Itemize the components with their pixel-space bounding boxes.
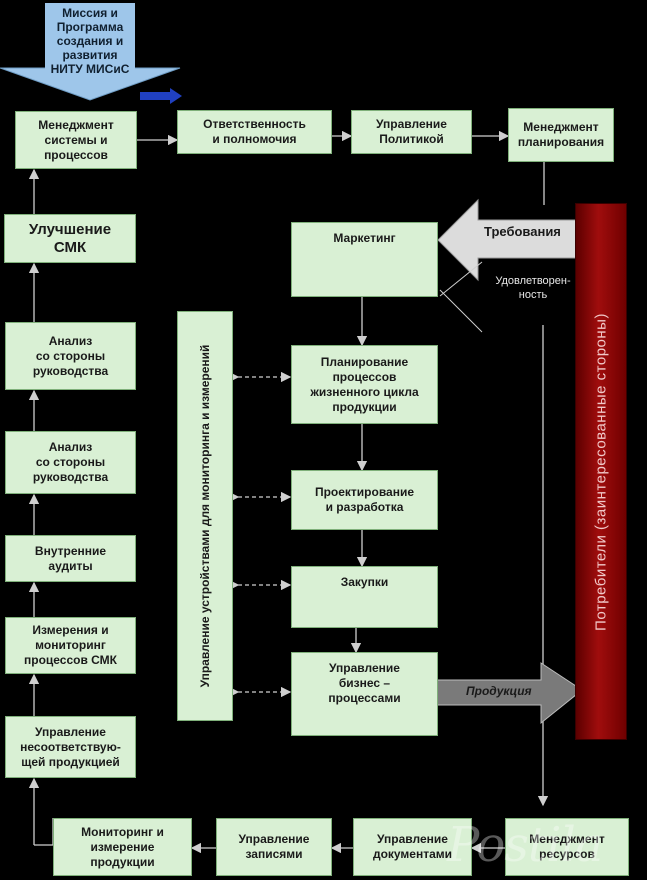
mission-box: Миссия и Программа создания и развития Н… (45, 3, 135, 79)
internal-audits-box: Внутренние аудиты (5, 535, 136, 582)
responsibility-box: Ответственность и полномочия (177, 110, 332, 154)
lifecycle-planning-box: Планирование процессов жизненного цикла … (291, 345, 438, 424)
consumers-bar: Потребители (заинтересованные стороны) (575, 203, 627, 740)
measurement-box: Измерения и мониторинг процессов СМК (5, 617, 136, 674)
records-box: Управление записями (216, 818, 332, 876)
design-box: Проектирование и разработка (291, 470, 438, 530)
nonconforming-box: Управление несоответствую- щей продукцие… (5, 716, 136, 778)
business-processes-box: Управление бизнес – процессами (291, 652, 438, 736)
marketing-box: Маркетинг (291, 222, 438, 297)
monitoring-devices-label: Управление устройствами для мониторинга … (198, 344, 212, 688)
requirements-arrow (437, 198, 594, 282)
purchases-box: Закупки (291, 566, 438, 628)
planning-mgmt-box: Менеджмент планирования (508, 108, 614, 162)
policy-box: Управление Политикой (351, 110, 472, 154)
resources-box: Менеджмент ресурсов (505, 818, 629, 876)
requirements-label: Требования (484, 224, 561, 239)
watermark-logo: Postila (447, 817, 603, 873)
monitoring-product-box: Мониторинг и измерение продукции (53, 818, 192, 876)
product-arrow (425, 662, 583, 725)
mgmt-system-box: Менеджмент системы и процессов (15, 111, 137, 169)
improvement-box: Улучшение СМК (4, 214, 136, 263)
monitoring-devices-box: Управление устройствами для мониторинга … (177, 311, 233, 721)
documents-box: Управление документами (353, 818, 472, 876)
product-label: Продукция (466, 684, 532, 698)
consumers-label: Потребители (заинтересованные стороны) (592, 312, 610, 631)
analysis-box-2: Анализ со стороны руководства (5, 431, 136, 494)
satisfaction-label: Удовлетворен- ность (495, 275, 571, 301)
blue-arrow-icon (140, 88, 182, 104)
analysis-box-1: Анализ со стороны руководства (5, 322, 136, 390)
